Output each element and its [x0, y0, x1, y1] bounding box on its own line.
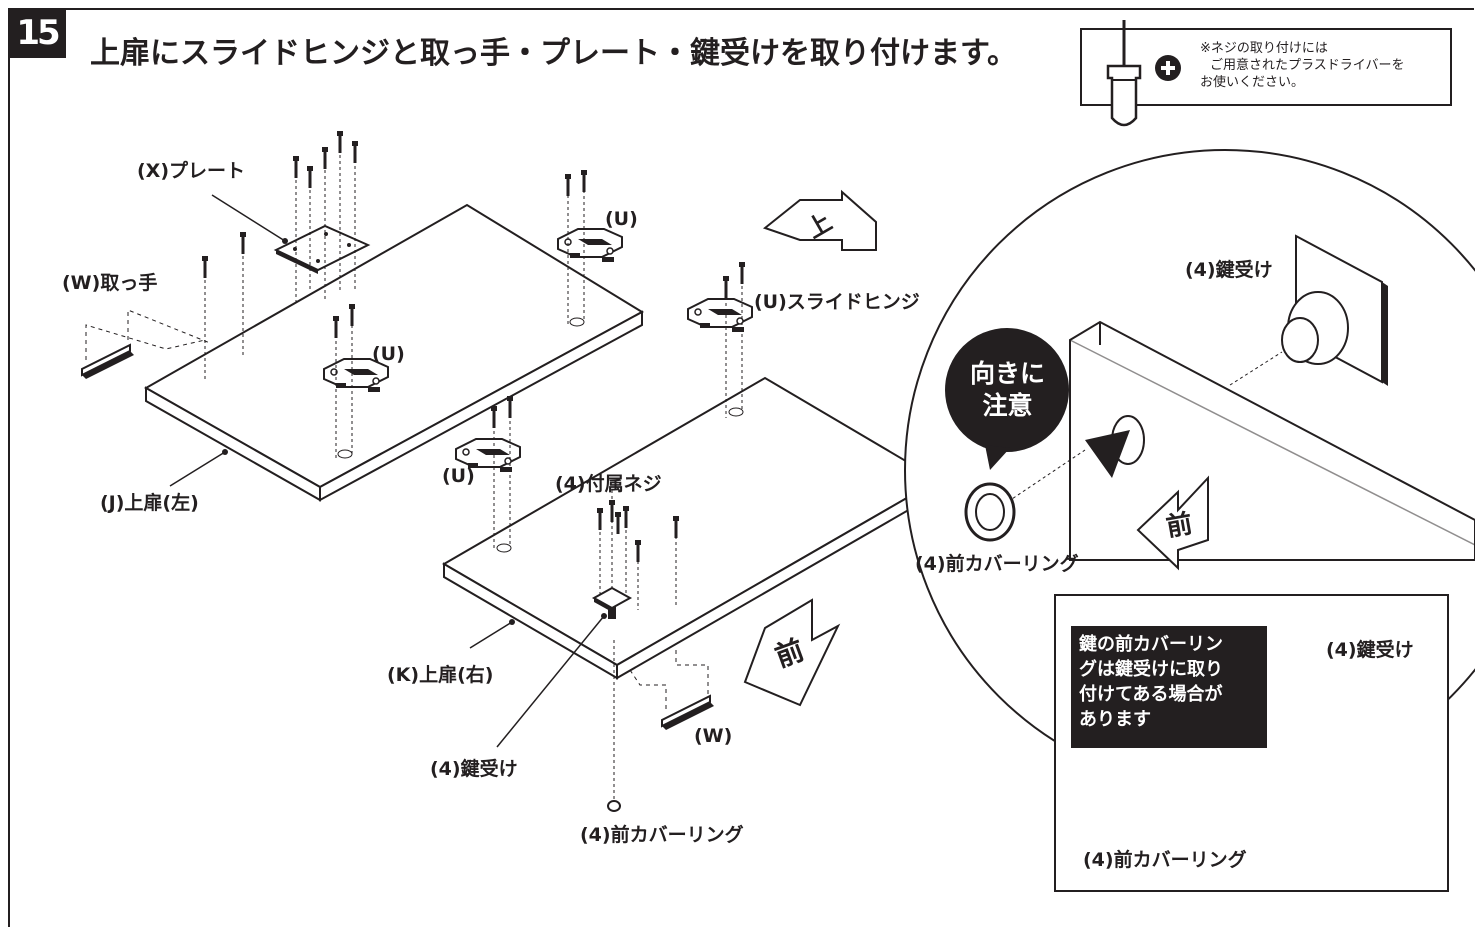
label-cover-ring-main: (4)前カバーリング — [580, 824, 744, 846]
label-door-j: (J)上扉(左) — [100, 492, 199, 514]
screw-note-line: お使いください。 — [1200, 75, 1305, 90]
label-hinge-u-middle: (U) — [372, 343, 405, 365]
label-screws-4: (4)付属ネジ — [555, 473, 662, 495]
step-number-badge: 15 — [8, 8, 66, 58]
screwdriver-icon — [1106, 20, 1142, 127]
plate-screws — [204, 155, 356, 380]
label-detail-lock-receiver: (4)鍵受け — [1185, 259, 1273, 281]
label-inset-lock-receiver: (4)鍵受け — [1326, 639, 1414, 661]
cover-ring-main — [607, 800, 621, 812]
label-hinge-u-bottom: (U) — [442, 465, 475, 487]
warning-line: 注意 — [982, 391, 1033, 420]
top-direction-arrow — [762, 189, 877, 251]
lock-receiver-main — [591, 586, 633, 619]
handle-w-left — [81, 343, 134, 379]
callout-line: グは鍵受けに取り — [1079, 659, 1223, 680]
label-handle-w-right: (W) — [694, 725, 733, 747]
screw-note-text: ※ネジの取り付けには ご用意されたプラスドライバーを お使いください。 — [1200, 40, 1440, 91]
label-lock-receiver-main: (4)鍵受け — [430, 758, 518, 780]
plus-icon — [1155, 55, 1181, 81]
label-plate-x: (X)プレート — [137, 160, 246, 182]
door-panel-j — [143, 203, 645, 502]
label-hinge-u-top: (U) — [605, 208, 638, 230]
label-detail-cover-ring: (4)前カバーリング — [915, 553, 1079, 575]
plate-x — [273, 224, 371, 274]
orientation-warning-bubble: 向きに 注意 — [955, 358, 1060, 422]
screw-note-box: ※ネジの取り付けには ご用意されたプラスドライバーを お使いください。 — [1080, 20, 1452, 127]
door-panel-k — [442, 376, 940, 680]
step-title: 上扉にスライドヒンジと取っ手・プレート・鍵受けを取り付けます。 — [90, 36, 1017, 71]
screw-note-line: ご用意されたプラスドライバーを — [1210, 58, 1405, 73]
label-handle-w-left: (W)取っ手 — [62, 272, 158, 294]
label-slide-hinge-u: (U)スライドヒンジ — [754, 291, 920, 313]
cover-ring-callout: 鍵の前カバーリン グは鍵受けに取り 付けてある場合が あります — [1071, 626, 1267, 748]
callout-line: 付けてある場合が — [1079, 684, 1223, 705]
label-door-k: (K)上扉(右) — [387, 664, 494, 686]
callout-line: あります — [1079, 709, 1151, 730]
screw-note-line: ※ネジの取り付けには — [1200, 41, 1328, 56]
warning-line: 向きに — [969, 359, 1045, 388]
callout-line: 鍵の前カバーリン — [1079, 634, 1223, 655]
front-direction-arrow-main — [743, 598, 841, 707]
handle-w-right — [661, 694, 714, 730]
label-inset-cover-ring: (4)前カバーリング — [1083, 849, 1247, 871]
page-frame — [8, 8, 1474, 927]
